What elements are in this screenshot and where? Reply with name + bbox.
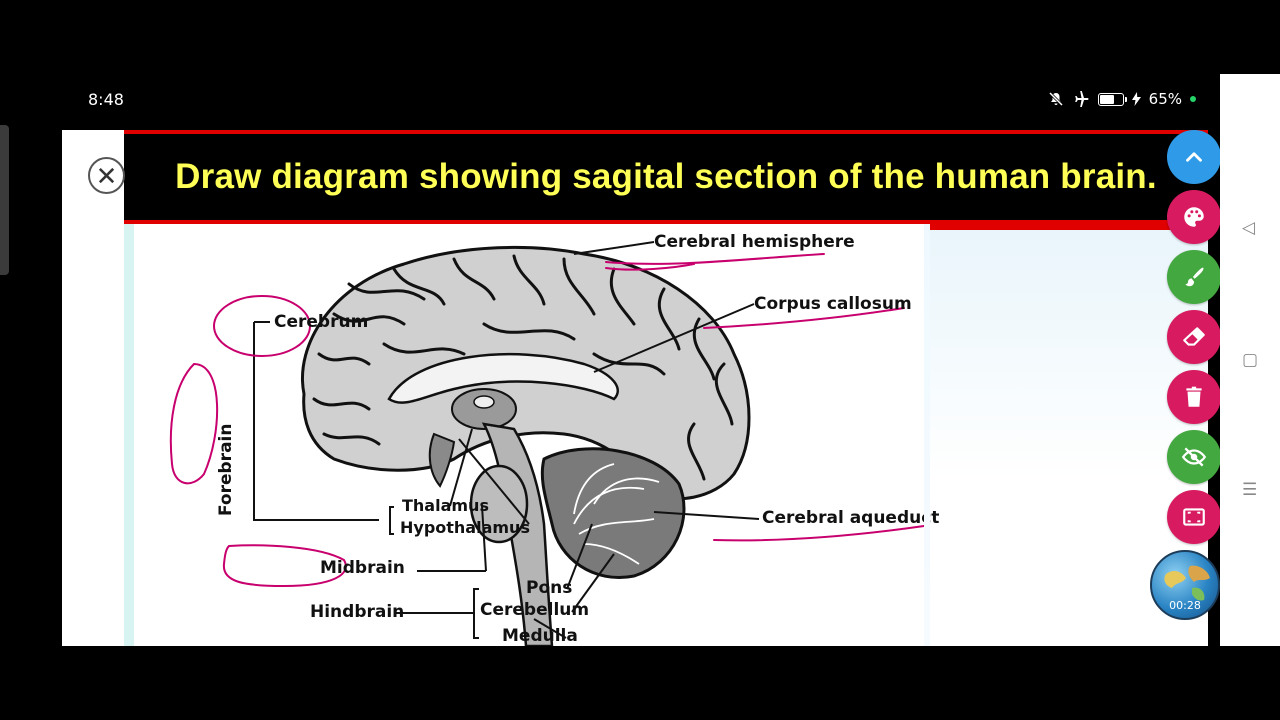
gyri-lines	[312, 254, 734, 481]
brain-illustration	[169, 241, 925, 646]
online-dot-icon	[1190, 96, 1196, 102]
mute-icon	[1048, 91, 1064, 107]
label-hindbrain: Hindbrain	[310, 602, 405, 622]
navigation-bar: ◁ ▢ ☰	[1220, 74, 1280, 646]
charging-bolt-icon	[1131, 92, 1141, 106]
bottom-letterbox	[0, 646, 1280, 720]
slide-title-bar: Draw diagram showing sagital section of …	[124, 130, 1208, 230]
recording-timer-bubble[interactable]: 00:28	[1150, 550, 1220, 620]
airplane-mode-icon	[1072, 91, 1090, 107]
globe-icon	[1164, 565, 1210, 601]
screenshot-button[interactable]	[1167, 490, 1221, 544]
hide-annotations-button[interactable]	[1167, 430, 1221, 484]
side-panel-handle[interactable]	[0, 125, 9, 275]
close-icon: ✕	[95, 160, 118, 191]
brain-diagram: Cerebral hemisphere Corpus callosum Cere…	[124, 224, 939, 646]
recording-timer: 00:28	[1169, 599, 1201, 612]
status-time: 8:48	[88, 90, 124, 109]
status-icons: 65%	[1048, 90, 1196, 108]
screen-capture-icon	[1183, 508, 1205, 526]
label-pons: Pons	[526, 578, 573, 598]
battery-percent: 65%	[1148, 90, 1182, 108]
pons-shape	[469, 464, 529, 544]
label-thalamus: Thalamus	[402, 496, 489, 515]
hypothalamus-shape	[428, 432, 456, 488]
back-icon[interactable]: ◁	[1242, 218, 1256, 238]
eraser-icon	[1183, 327, 1205, 346]
brush-button[interactable]	[1167, 250, 1221, 304]
trash-icon	[1186, 386, 1202, 407]
brush-icon	[1185, 267, 1204, 287]
label-cerebrum: Cerebrum	[274, 312, 369, 332]
palette-icon	[1184, 207, 1204, 227]
thalamus-shape	[451, 388, 517, 430]
cerebellum-shape	[540, 447, 686, 579]
home-icon[interactable]: ▢	[1242, 350, 1259, 370]
corpus-callosum-shape	[387, 352, 619, 404]
close-button[interactable]: ✕	[88, 157, 125, 194]
status-bar: 8:48 65%	[0, 0, 1280, 130]
label-medulla: Medulla	[502, 626, 578, 646]
leader-lines	[253, 241, 760, 639]
annotation-ink	[169, 253, 925, 588]
label-corpus-callosum: Corpus callosum	[754, 294, 912, 314]
label-cerebral-hemisphere: Cerebral hemisphere	[654, 232, 855, 252]
eraser-button[interactable]	[1167, 310, 1221, 364]
color-palette-button[interactable]	[1167, 190, 1221, 244]
collapse-button[interactable]	[1167, 130, 1221, 184]
label-cerebellum: Cerebellum	[480, 600, 590, 620]
battery-icon	[1097, 92, 1127, 106]
eye-off-icon	[1181, 447, 1207, 467]
menu-icon[interactable]: ☰	[1242, 480, 1258, 500]
label-forebrain: Forebrain	[216, 423, 236, 516]
label-hypothalamus: Hypothalamus	[400, 518, 530, 537]
chevron-up-icon	[1186, 152, 1202, 162]
cerebellum-arbor	[573, 463, 660, 565]
label-cerebral-aqueduct: Cerebral aqueduct	[762, 508, 940, 528]
slide-title: Draw diagram showing sagital section of …	[175, 157, 1157, 196]
delete-button[interactable]	[1167, 370, 1221, 424]
slide-content: Draw diagram showing sagital section of …	[62, 130, 1208, 646]
label-midbrain: Midbrain	[320, 558, 405, 578]
